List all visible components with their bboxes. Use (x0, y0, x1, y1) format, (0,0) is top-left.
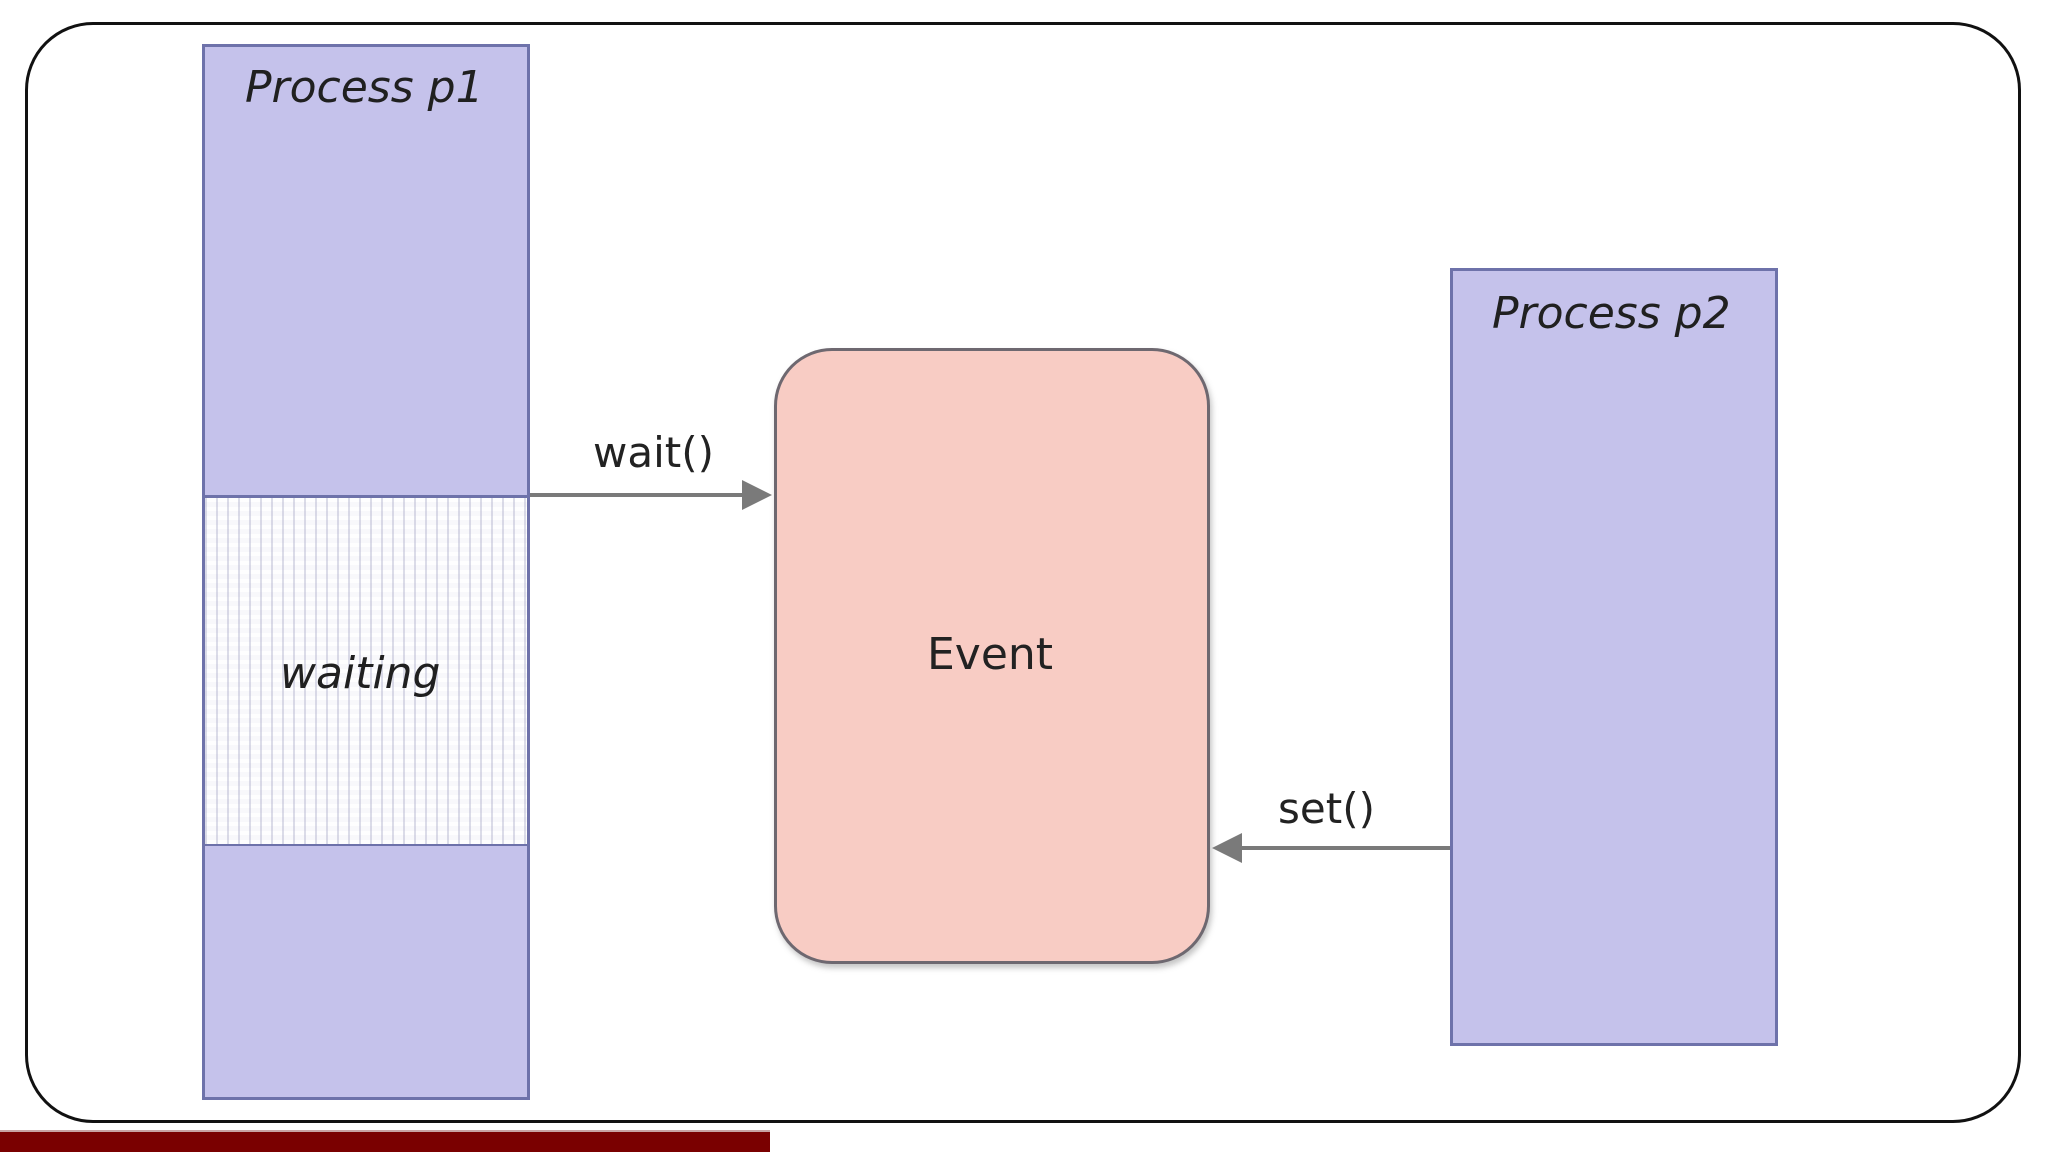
set-arrow (1212, 833, 1450, 863)
event-label: Event (927, 629, 1054, 680)
process-p1-waiting-segment (202, 495, 530, 847)
waiting-label: waiting (280, 648, 441, 699)
wait-arrow (530, 480, 772, 510)
slide-footer-accent-bar (0, 1130, 770, 1152)
process-p2 (1450, 268, 1778, 1046)
wait-call-label: wait() (593, 428, 714, 477)
process-p1-active-top (202, 44, 530, 496)
process-p1-active-bottom (202, 846, 530, 1100)
set-call-label: set() (1278, 784, 1375, 833)
process-p2-title: Process p2 (1492, 288, 1731, 339)
event-box (774, 348, 1210, 964)
process-p1-title: Process p1 (245, 62, 484, 113)
